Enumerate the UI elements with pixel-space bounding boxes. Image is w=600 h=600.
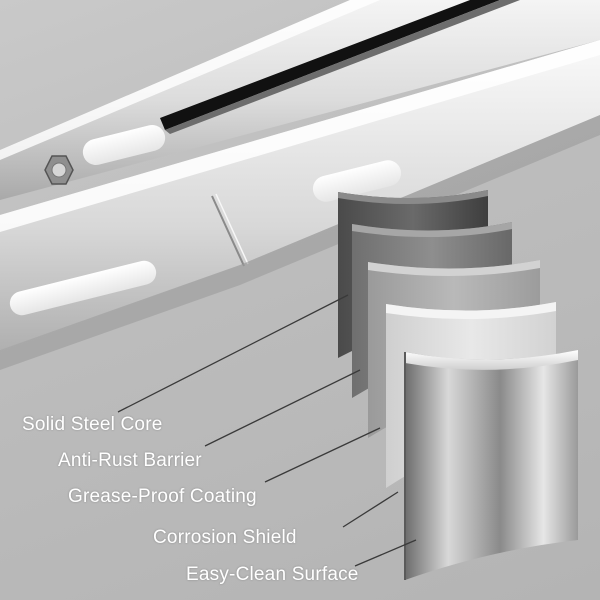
leader-lines	[117, 294, 417, 567]
upper-rail	[0, 0, 600, 200]
leader-line-solid-steel-core	[117, 294, 349, 413]
leader-line-corrosion-shield	[342, 491, 399, 528]
leader-line-grease-proof-coating	[264, 427, 381, 483]
middle-rail	[0, 40, 600, 370]
leader-line-anti-rust-barrier	[204, 369, 361, 447]
layer-stack	[338, 190, 578, 580]
label-grease-proof-coating: Grease-Proof Coating	[68, 486, 257, 507]
leader-line-easy-clean-surface	[354, 539, 417, 567]
label-solid-steel-core: Solid Steel Core	[22, 414, 163, 435]
label-corrosion-shield: Corrosion Shield	[153, 527, 297, 548]
layer-easy-clean-surface	[404, 350, 578, 580]
label-easy-clean-surface: Easy-Clean Surface	[186, 564, 359, 585]
hex-bolt-icon	[44, 155, 74, 185]
label-anti-rust-barrier: Anti-Rust Barrier	[58, 450, 202, 471]
